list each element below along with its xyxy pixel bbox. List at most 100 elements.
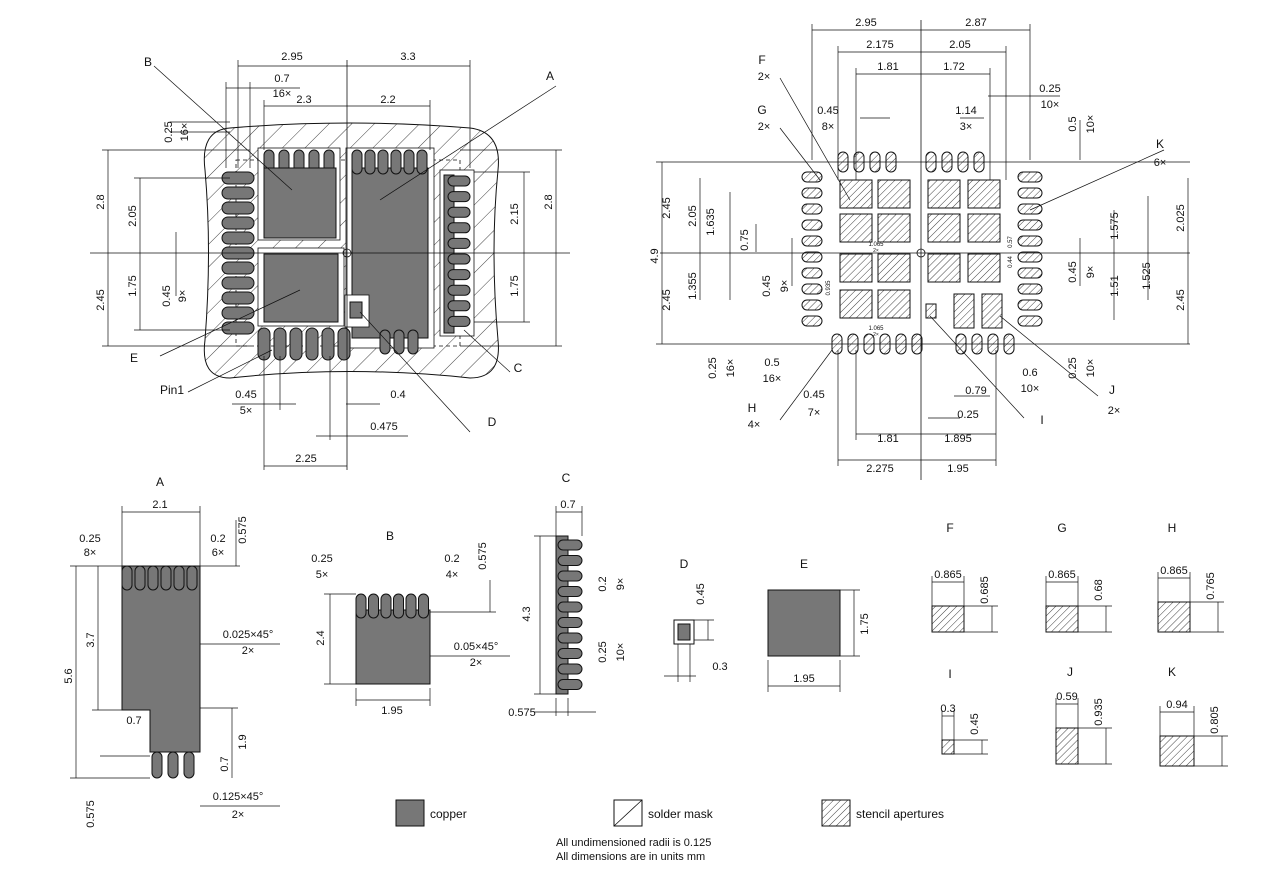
detail-b-finger [355, 593, 367, 619]
dim-lp-205: 2.05 [127, 205, 139, 226]
dim-lp-045: 0.45 [161, 285, 173, 306]
detail-h-height: 0.765 [1205, 572, 1217, 600]
dim-st-075: 0.75 [739, 229, 751, 250]
detail-c-finger [557, 539, 583, 551]
detail-a-bottom-finger [183, 751, 195, 779]
detail-a-37: 3.7 [85, 632, 97, 647]
stencil-right-pin [1017, 171, 1043, 183]
stencil-aperture [839, 289, 873, 319]
detail-d-label: D [680, 557, 689, 571]
bottom-pin [337, 327, 351, 361]
dim-st-045: 0.45 [817, 105, 838, 117]
detail-b-24: 2.4 [315, 630, 327, 645]
stencil-right-pin [1017, 299, 1043, 311]
left-pin [221, 186, 255, 200]
detail-c-07: 0.7 [560, 499, 575, 511]
detail-f-width: 0.865 [934, 569, 962, 581]
detail-a-c0025: 0.025×45° [223, 629, 274, 641]
dim-st-05: 0.5 [1067, 116, 1079, 131]
bottom-pin [321, 327, 335, 361]
stencil-left-pin [801, 235, 823, 247]
label-h-count: 4× [748, 419, 761, 431]
dim-st-1355: 1.355 [687, 272, 699, 300]
detail-c-finger [557, 555, 583, 566]
detail-a-top-finger [121, 565, 133, 591]
pad-d [349, 301, 363, 319]
label-h: H [748, 401, 757, 415]
pad-a-finger [390, 149, 402, 175]
detail-g-width: 0.865 [1048, 569, 1076, 581]
dim-st-bl-05: 0.5 [764, 357, 779, 369]
dim-st-205: 2.05 [949, 39, 970, 51]
detail-g-label: G [1057, 521, 1066, 535]
pad-a-bottom-finger [407, 329, 419, 355]
dim-st-49: 4.9 [649, 248, 661, 263]
stencil-aperture [839, 213, 873, 243]
detail-c-0575: 0.575 [508, 707, 536, 719]
pad-a-finger [416, 149, 428, 175]
dim-st-045-right: 0.45 [1067, 261, 1079, 282]
stencil-aperture [967, 253, 1001, 283]
label-b: B [144, 55, 152, 69]
detail-j-width: 0.59 [1056, 691, 1077, 703]
detail-j-height: 0.935 [1093, 698, 1105, 726]
dim-st-1895: 1.895 [944, 433, 972, 445]
pad-c-finger [447, 222, 471, 234]
dim-st-2175: 2.175 [866, 39, 894, 51]
dim-st-025-bottom: 0.25 [957, 409, 978, 421]
detail-c-43: 4.3 [521, 606, 533, 621]
detail-k-height: 0.805 [1209, 706, 1221, 734]
detail-f-height: 0.685 [979, 576, 991, 604]
detail-a-07a: 0.7 [126, 715, 141, 727]
detail-b-5x: 5× [316, 569, 329, 581]
stencil-aperture [927, 253, 961, 283]
detail-c-10x: 10× [615, 643, 627, 662]
label-e: E [130, 351, 138, 365]
land-pattern-view: B A E Pin1 C D 2.95 3.3 0.7 16× 2.3 2.2 … [90, 51, 570, 470]
dim-lp-225: 2.25 [295, 453, 316, 465]
stencil-right-pin [1017, 187, 1043, 199]
stencil-right-pin [1017, 251, 1043, 263]
label-j: J [1109, 383, 1115, 397]
dim-st-1575: 1.575 [1109, 212, 1121, 240]
dim-st-10x: 10× [1041, 99, 1060, 111]
detail-j-label: J [1067, 665, 1073, 679]
detail-c: C 0.7 4.3 0.2 9× 0.25 10× 0.575 [508, 471, 627, 719]
pad-e [263, 253, 339, 323]
dim-st-245a: 2.45 [661, 197, 673, 218]
detail-c-finger [557, 617, 583, 628]
legend-stencil-label: stencil apertures [856, 807, 944, 821]
dim-st-br-10x: 10× [1085, 359, 1097, 378]
detail-b-finger [393, 593, 404, 619]
detail-a-0575: 0.575 [237, 516, 249, 544]
detail-f-label: F [946, 521, 953, 535]
detail-c-025: 0.25 [597, 641, 609, 662]
dim-st-2025: 2.025 [1175, 204, 1187, 232]
detail-c-finger [557, 648, 583, 659]
detail-a-0575b: 0.575 [85, 800, 97, 828]
detail-a-c2x: 2× [242, 645, 255, 657]
dim-lp-5x: 5× [240, 405, 253, 417]
label-c: C [514, 361, 523, 375]
label-g-count: 2× [758, 121, 771, 133]
dim-lp-23: 2.3 [296, 94, 311, 106]
detail-a-c0125: 0.125×45° [213, 791, 264, 803]
detail-c-finger [557, 663, 583, 675]
bottom-pin [257, 327, 271, 361]
detail-b-c005: 0.05×45° [454, 641, 498, 653]
detail-c-finger [557, 601, 583, 613]
dim-st-0935: 0.935 [826, 280, 832, 296]
dim-st-3x: 3× [960, 121, 973, 133]
detail-b-finger [418, 593, 429, 619]
detail-a-6x: 6× [212, 547, 225, 559]
detail-b-finger [380, 593, 392, 619]
detail-e: E 1.75 1.95 [767, 557, 871, 692]
pad-a-bottom-finger [379, 329, 391, 355]
label-i: I [1040, 413, 1043, 427]
detail-c-finger [557, 586, 583, 597]
stencil-left-pin [801, 299, 823, 311]
detail-a-8x: 8× [84, 547, 97, 559]
pad-a-bottom-finger [393, 329, 405, 355]
dim-st-9x-left: 9× [779, 280, 791, 293]
pad-c-finger [447, 269, 471, 281]
